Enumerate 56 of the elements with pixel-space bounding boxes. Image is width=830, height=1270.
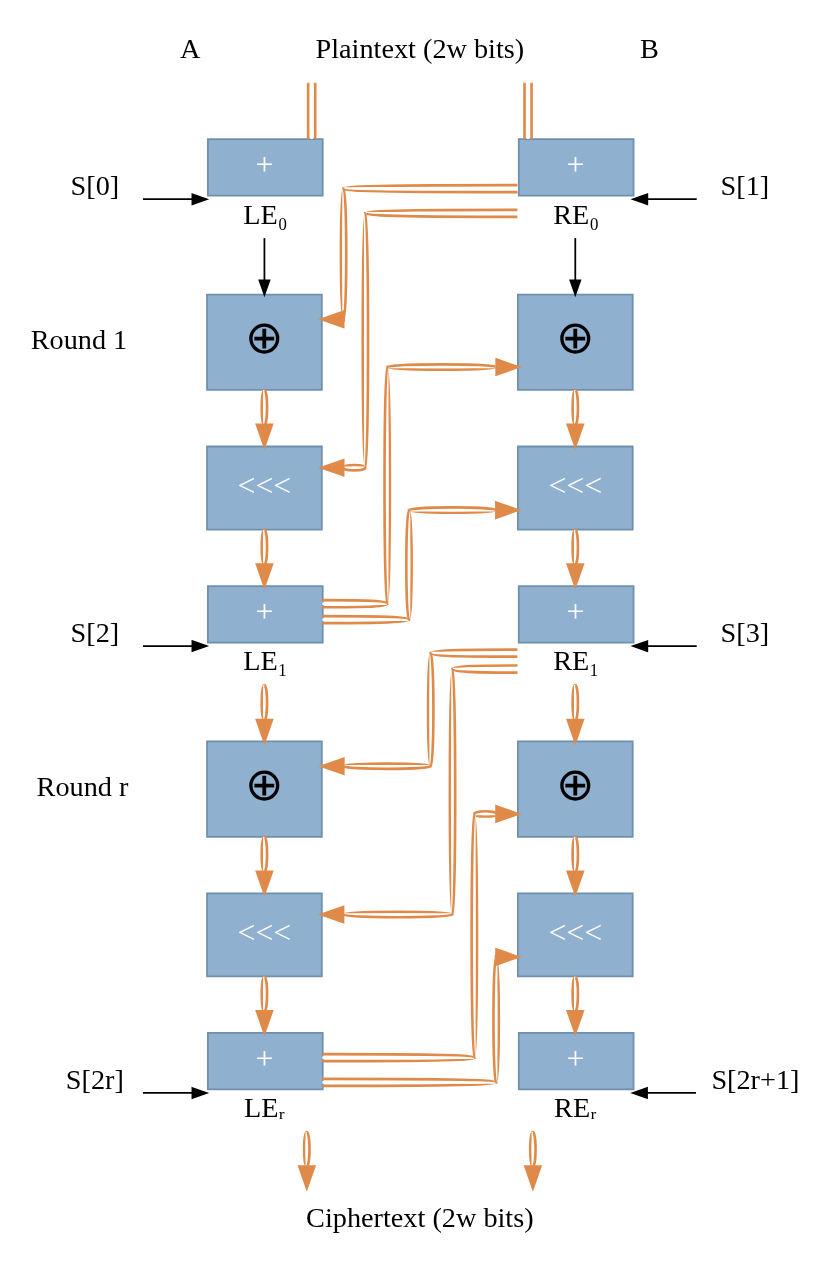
arrow (630, 192, 698, 205)
node-label: RE₁ (553, 644, 600, 676)
arrow (318, 208, 518, 477)
arrow (317, 183, 518, 329)
arrow (523, 1130, 543, 1192)
node-box: <<< (517, 892, 634, 977)
arrow (255, 975, 274, 1037)
node-text: S[2r] (65, 1063, 124, 1095)
arrow (566, 683, 585, 745)
node-label: RE₀ (553, 198, 600, 230)
node-label: LEᵣ (244, 1091, 286, 1123)
node-text: S[2] (70, 616, 120, 648)
label: A (180, 32, 201, 64)
arrow (255, 683, 274, 745)
arrow (297, 1130, 317, 1192)
arrow (322, 500, 522, 624)
label: Round r (36, 770, 129, 802)
connector (523, 82, 533, 139)
node-label: LE₀ (243, 198, 288, 230)
arrow (566, 388, 585, 450)
node-text: S[0] (70, 169, 120, 201)
node-box: ⊕ (206, 293, 323, 391)
node-text: S[3] (720, 616, 770, 648)
node-box: <<< (517, 445, 634, 530)
arrow (630, 1086, 697, 1099)
label: Round 1 (30, 323, 128, 355)
arrow (630, 639, 698, 652)
arrow (566, 528, 585, 590)
node-box: <<< (206, 892, 323, 977)
arrow (255, 835, 274, 897)
arrow (322, 947, 522, 1087)
arrow (142, 1086, 210, 1099)
arrow (566, 975, 585, 1037)
node-text: S[1] (720, 169, 770, 201)
node-text: Ciphertext (2w bits) (306, 1201, 534, 1233)
arrow (322, 357, 522, 609)
connector (306, 82, 317, 139)
arrow (142, 192, 210, 205)
node-box: ⊕ (517, 740, 634, 838)
arrow (318, 647, 518, 775)
arrow (258, 236, 271, 297)
arrow (569, 236, 582, 297)
arrow (255, 528, 274, 590)
arrow (317, 663, 518, 924)
label: B (640, 32, 659, 64)
node-box: ⊕ (517, 293, 634, 391)
node-text: Plaintext (2w bits) (315, 32, 525, 64)
node-box: ⊕ (206, 740, 323, 838)
arrow (142, 639, 210, 652)
node-label: REᵣ (554, 1091, 597, 1123)
arrow (566, 835, 585, 897)
arrow (322, 804, 522, 1062)
arrow (255, 388, 274, 450)
node-box: <<< (206, 445, 323, 530)
node-text: S[2r+1] (711, 1063, 800, 1095)
node-label: LE₁ (243, 644, 288, 676)
